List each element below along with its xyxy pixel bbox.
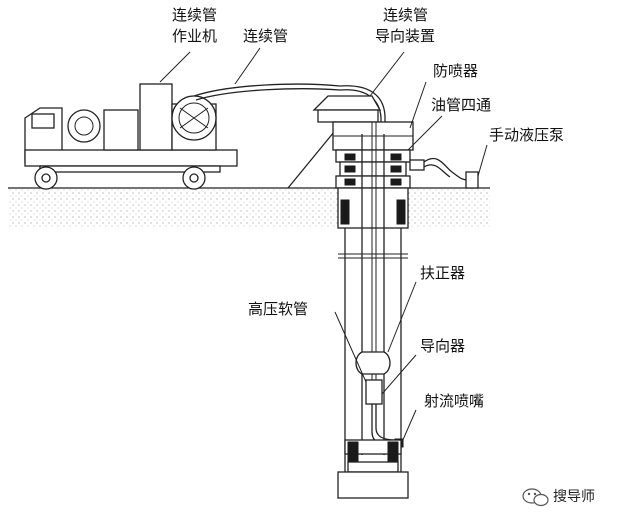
- hydraulic-hose: [423, 157, 469, 181]
- leader-lines: [159, 47, 488, 443]
- label-diverter: 导向器: [420, 337, 465, 355]
- label-hand-pump: 手动液压泵: [489, 126, 564, 144]
- bottom-shoe: [337, 439, 409, 499]
- label-coiled-tubing: 连续管: [243, 27, 288, 45]
- coiled-tubing-line: [193, 83, 341, 101]
- label-tubing-cross: 油管四通: [431, 96, 491, 114]
- watermark: 搜导师: [522, 488, 595, 507]
- label-bop: 防喷器: [433, 62, 478, 80]
- label-guide-device-2: 导向装置: [375, 27, 435, 45]
- label-coiled-tubing-unit-2: 作业机: [172, 27, 217, 45]
- centralizer: [355, 351, 391, 375]
- wellhead-stack: [332, 121, 425, 189]
- wechat-icon: [522, 488, 549, 507]
- label-hp-hose: 高压软管: [248, 300, 308, 318]
- labels: 连续管 作业机 连续管 连续管 导向装置 防喷器 油管四通 手动液压泵 扶正器 …: [172, 6, 564, 410]
- watermark-text: 搜导师: [553, 489, 595, 505]
- hand-pump: [465, 171, 479, 189]
- label-guide-device-1: 连续管: [383, 6, 428, 24]
- label-jet-nozzle: 射流喷嘴: [424, 392, 484, 410]
- label-coiled-tubing-unit-1: 连续管: [172, 6, 217, 24]
- ground: [8, 187, 490, 228]
- support-stay: [287, 131, 335, 189]
- label-centralizer: 扶正器: [420, 264, 465, 282]
- tubing-guide-arch: [312, 85, 386, 150]
- coiled-tubing-unit-truck: [24, 83, 238, 190]
